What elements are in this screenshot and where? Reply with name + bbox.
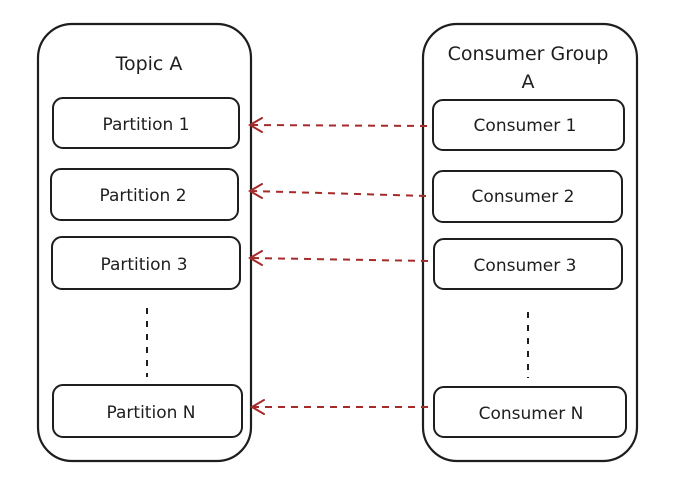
consumer-group-title-line2: A [522, 71, 535, 93]
consumer-3-box [433, 238, 623, 290]
consumer-2-box [432, 170, 623, 223]
partition-n-label: Partition N [107, 403, 196, 423]
consumer-2-label: Consumer 2 [472, 187, 575, 207]
topic-container: Topic A Partition 1 Partition 2 Partitio… [36, 22, 253, 463]
consumer-n: Consumer N [433, 386, 627, 438]
partition-3-box [51, 236, 241, 290]
arrow-consumer-3-to-partition-3 [248, 250, 429, 266]
partition-3-label: Partition 3 [100, 255, 187, 275]
arrow-consumer-2-to-partition-2 [248, 183, 427, 199]
partition-2: Partition 2 [50, 168, 239, 221]
consumer-group-container: Consumer Group A Consumer 1 Consumer 2 C… [421, 22, 639, 463]
partition-2-label: Partition 2 [99, 186, 186, 206]
consumer-3-label: Consumer 3 [474, 256, 577, 276]
partition-n-box [52, 384, 243, 438]
consumer-n-label: Consumer N [479, 404, 584, 424]
partition-1-label: Partition 1 [102, 115, 189, 135]
partition-2-box [50, 168, 239, 221]
partition-1: Partition 1 [52, 97, 240, 149]
consumer-3: Consumer 3 [433, 238, 623, 290]
arrow-consumer-n-to-partition-n [250, 399, 428, 415]
consumer-1-box [432, 99, 625, 151]
partition-n: Partition N [52, 384, 243, 438]
consumer-1-label: Consumer 1 [474, 116, 577, 136]
partition-3: Partition 3 [51, 236, 241, 290]
topic-title: Topic A [115, 53, 183, 75]
assignment-arrows [248, 117, 429, 415]
consumer-n-box [433, 386, 627, 438]
consumer-group-title: Consumer Group [448, 43, 609, 65]
consumer-1: Consumer 1 [432, 99, 625, 151]
arrow-consumer-1-to-partition-1 [248, 117, 428, 133]
partition-1-box [52, 97, 240, 149]
consumer-2: Consumer 2 [432, 170, 623, 223]
